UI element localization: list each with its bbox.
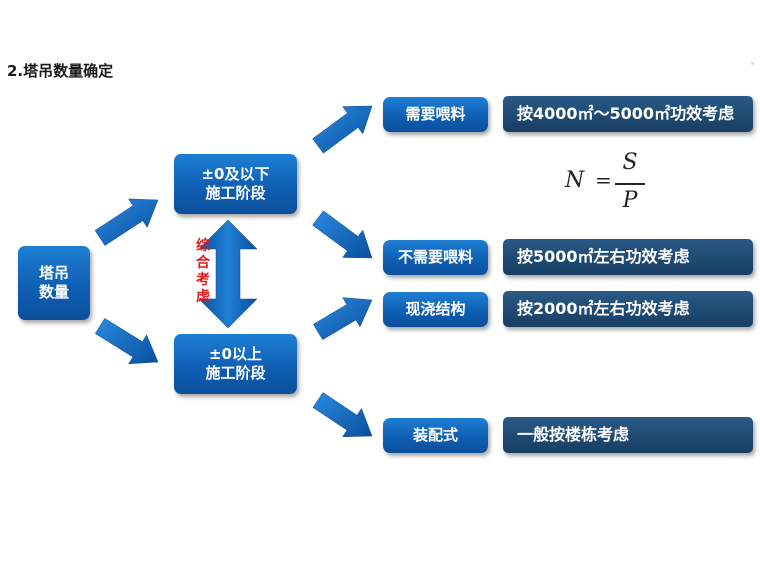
option-no-feeding-label: 不需要喂料 xyxy=(397,247,473,266)
detail-no-feeding-text: 按5000㎡左右功效考虑 xyxy=(517,246,690,266)
arrow-above-to-prefab xyxy=(312,392,373,438)
option-cast-in-place-label: 现浇结构 xyxy=(405,299,466,318)
detail-box-feeding: 按4000㎡～5000㎡功效考虑 xyxy=(503,96,753,132)
decorative-dot xyxy=(751,62,754,65)
arrow-below-to-feeding xyxy=(312,105,373,154)
detail-prefabricated-text: 一般按楼栋考虑 xyxy=(517,424,630,444)
formula-n-equals-s-over-p: N = S P xyxy=(565,150,655,220)
detail-cast-in-place-text: 按2000㎡左右功效考虑 xyxy=(517,298,690,318)
option-prefabricated-label: 装配式 xyxy=(412,425,458,444)
arrow-root-to-above xyxy=(94,318,159,365)
arrow-root-to-below xyxy=(94,198,159,246)
formula-numerator: S xyxy=(622,150,638,175)
arrow-above-to-cast xyxy=(313,297,373,341)
option-box-feeding: 需要喂料 xyxy=(383,97,488,132)
formula-equals: = xyxy=(595,168,612,192)
formula-lhs: N xyxy=(565,168,585,193)
option-box-cast-in-place: 现浇结构 xyxy=(383,292,488,327)
option-box-prefabricated: 装配式 xyxy=(383,418,488,453)
option-box-no-feeding: 不需要喂料 xyxy=(383,240,488,275)
stage-box-below-zero: ±0及以下 施工阶段 xyxy=(174,154,297,214)
stage-below-label: ±0及以下 施工阶段 xyxy=(201,164,270,202)
option-feeding-label: 需要喂料 xyxy=(405,104,466,123)
formula-denominator: P xyxy=(622,188,638,213)
formula-fraction-bar xyxy=(615,183,645,185)
detail-box-cast-in-place: 按2000㎡左右功效考虑 xyxy=(503,291,753,327)
arrow-below-to-nofeed xyxy=(312,210,373,259)
combined-consideration-label: 综合考虑 xyxy=(196,238,210,305)
detail-box-prefabricated: 一般按楼栋考虑 xyxy=(503,417,753,453)
detail-box-no-feeding: 按5000㎡左右功效考虑 xyxy=(503,239,753,275)
detail-feeding-text: 按4000㎡～5000㎡功效考虑 xyxy=(517,103,735,123)
root-box-tower-crane-count: 塔吊 数量 xyxy=(18,246,90,320)
stage-box-above-zero: ±0以上 施工阶段 xyxy=(174,334,297,394)
stage-above-label: ±0以上 施工阶段 xyxy=(205,344,266,382)
double-vertical-arrow xyxy=(198,219,258,329)
section-heading: 2.塔吊数量确定 xyxy=(7,62,114,80)
root-box-label: 塔吊 数量 xyxy=(38,263,69,301)
